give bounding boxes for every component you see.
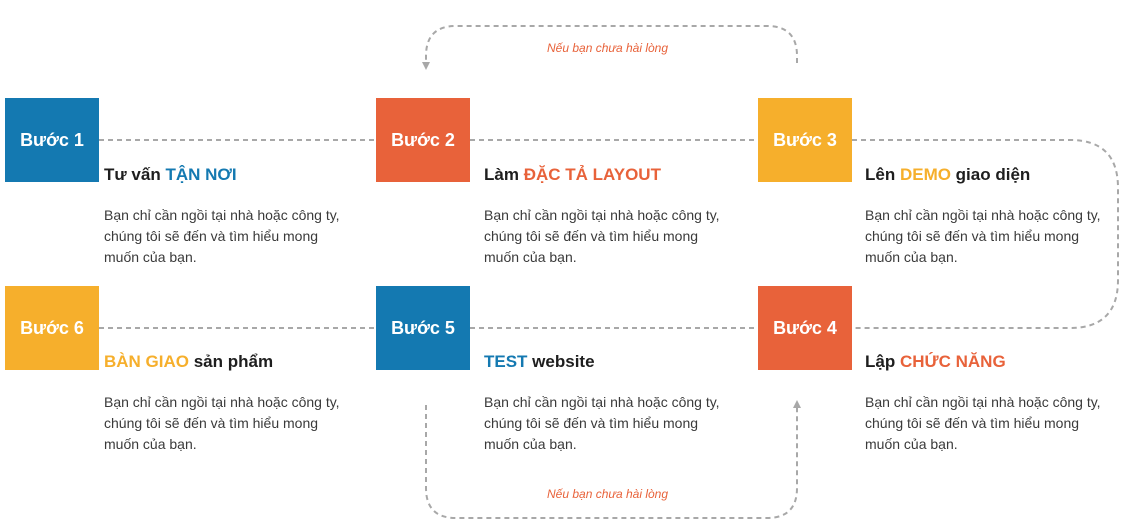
title-prefix: Lên xyxy=(865,165,900,184)
title-highlight: ĐẶC TẢ LAYOUT xyxy=(523,165,661,184)
step-title: Lên DEMO giao diện xyxy=(865,165,1030,185)
title-highlight: CHỨC NĂNG xyxy=(899,352,1006,371)
title-prefix: Lập xyxy=(865,352,900,371)
title-suffix: sản phẩm xyxy=(189,352,274,371)
feedback-loop-top xyxy=(422,25,798,70)
step-badge: Bước 2 xyxy=(376,98,470,182)
title-suffix: website xyxy=(527,352,595,371)
title-highlight: TEST xyxy=(484,352,528,371)
title-prefix: Làm xyxy=(484,165,524,184)
title-highlight: TẬN NƠI xyxy=(165,165,237,184)
title-prefix: Tư vấn xyxy=(104,165,166,184)
step-description: Bạn chỉ cần ngồi tại nhà hoặc công ty, c… xyxy=(104,394,340,452)
feedback-label-top: Nếu bạn chưa hài lòng xyxy=(547,41,669,55)
feedback-label-bottom: Nếu bạn chưa hài lòng xyxy=(547,487,669,501)
step-description: Bạn chỉ cần ngồi tại nhà hoặc công ty, c… xyxy=(484,394,720,452)
step-title: Làm ĐẶC TẢ LAYOUT xyxy=(484,165,661,185)
step-badge: Bước 3 xyxy=(758,98,852,182)
title-highlight: DEMO xyxy=(899,165,951,184)
step-badge: Bước 4 xyxy=(758,286,852,370)
connector-step3-step4 xyxy=(852,139,1119,329)
step-title: TEST website xyxy=(484,352,595,372)
feedback-loop-bottom xyxy=(425,400,801,519)
step-title: BÀN GIAO sản phẩm xyxy=(104,352,273,372)
step-badge: Bước 5 xyxy=(376,286,470,370)
step-badge: Bước 6 xyxy=(5,286,99,370)
step-title: Tư vấn TẬN NƠI xyxy=(104,165,237,185)
step-badge: Bước 1 xyxy=(5,98,99,182)
step-description: Bạn chỉ cần ngồi tại nhà hoặc công ty, c… xyxy=(865,394,1101,452)
step-title: Lập CHỨC NĂNG xyxy=(865,352,1006,372)
step-description: Bạn chỉ cần ngồi tại nhà hoặc công ty, c… xyxy=(865,207,1101,265)
step-description: Bạn chỉ cần ngồi tại nhà hoặc công ty, c… xyxy=(484,207,720,265)
title-suffix: giao diện xyxy=(950,165,1031,184)
title-highlight: BÀN GIAO xyxy=(104,352,189,371)
step-description: Bạn chỉ cần ngồi tại nhà hoặc công ty, c… xyxy=(104,207,340,265)
